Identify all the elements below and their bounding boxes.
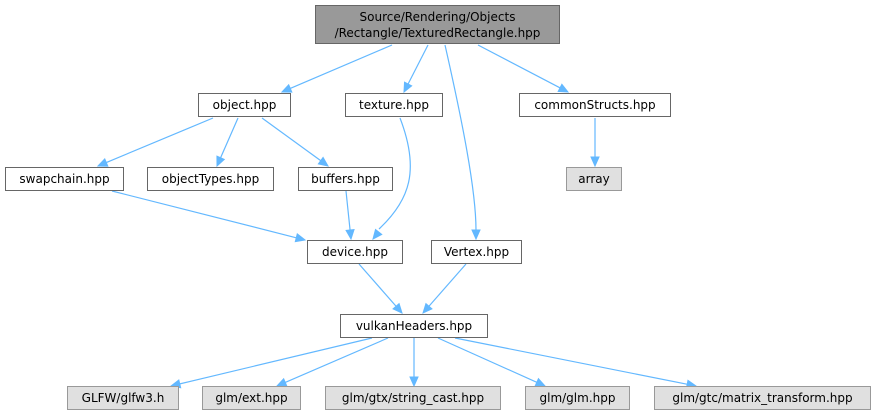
node-vertex-label: Vertex.hpp: [443, 245, 510, 259]
edge-vulkan-headers-to-glfw3: [169, 337, 373, 389]
root-line-2: /Rectangle/TexturedRectangle.hpp: [334, 25, 541, 40]
edge-vulkan-headers-to-glm-matrix-transform: [454, 337, 698, 389]
node-glm-string-cast-label: glm/gtx/string_cast.hpp: [341, 391, 485, 405]
node-texture[interactable]: texture.hpp: [345, 93, 443, 117]
node-glfw3[interactable]: GLFW/glfw3.h: [67, 386, 179, 410]
node-glm-glm[interactable]: glm/glm.hpp: [525, 386, 630, 410]
node-object-types-label: objectTypes.hpp: [161, 172, 260, 186]
node-object[interactable]: object.hpp: [198, 93, 291, 117]
node-vulkan-headers[interactable]: vulkanHeaders.hpp: [340, 314, 488, 338]
node-array-label: array: [578, 172, 610, 186]
node-swapchain-label: swapchain.hpp: [19, 172, 110, 186]
edge-common-structs-to-array: [590, 118, 600, 168]
node-buffers-label: buffers.hpp: [311, 172, 380, 186]
edge-device-to-vulkan-headers: [358, 263, 403, 314]
edge-root-to-texture: [403, 44, 429, 94]
edge-object-to-object-types: [216, 117, 239, 168]
node-glm-matrix-transform-label: glm/gtc/matrix_transform.hpp: [672, 391, 853, 405]
edge-object-to-buffers: [261, 117, 329, 167]
node-buffers[interactable]: buffers.hpp: [298, 167, 393, 191]
root-line-1: Source/Rendering/Objects: [359, 9, 516, 24]
node-glm-ext[interactable]: glm/ext.hpp: [202, 386, 301, 410]
edge-buffers-to-device: [345, 190, 355, 241]
edge-object-to-swapchain: [96, 117, 214, 167]
node-glm-ext-label: glm/ext.hpp: [215, 391, 288, 405]
edge-root-to-vertex: [444, 44, 481, 241]
node-array[interactable]: array: [566, 167, 622, 191]
edge-vertex-to-vulkan-headers: [422, 263, 467, 314]
edge-swapchain-to-device: [111, 190, 307, 243]
edge-root-to-object: [280, 44, 393, 93]
node-object-types[interactable]: objectTypes.hpp: [147, 167, 274, 191]
node-device-label: device.hpp: [321, 245, 389, 259]
edge-vulkan-headers-to-glm-glm: [437, 337, 547, 387]
node-glm-glm-label: glm/glm.hpp: [539, 391, 616, 405]
node-glm-matrix-transform[interactable]: glm/gtc/matrix_transform.hpp: [654, 386, 871, 410]
node-device[interactable]: device.hpp: [307, 240, 403, 264]
node-root-textured-rectangle[interactable]: Source/Rendering/Objects /Rectangle/Text…: [315, 5, 560, 44]
node-object-label: object.hpp: [212, 98, 277, 112]
node-glm-string-cast[interactable]: glm/gtx/string_cast.hpp: [325, 386, 501, 410]
node-swapchain[interactable]: swapchain.hpp: [5, 167, 124, 191]
edge-root-to-common-structs: [477, 44, 570, 93]
node-glfw3-label: GLFW/glfw3.h: [81, 391, 165, 405]
edge-vulkan-headers-to-glm-string-cast: [409, 338, 419, 388]
node-vertex[interactable]: Vertex.hpp: [431, 240, 522, 264]
node-vulkan-headers-label: vulkanHeaders.hpp: [355, 319, 473, 333]
node-common-structs-label: commonStructs.hpp: [534, 98, 656, 112]
node-texture-label: texture.hpp: [359, 98, 429, 112]
edge-vulkan-headers-to-glm-ext: [275, 337, 389, 387]
edge-texture-to-device: [372, 117, 411, 240]
node-common-structs[interactable]: commonStructs.hpp: [519, 93, 671, 117]
